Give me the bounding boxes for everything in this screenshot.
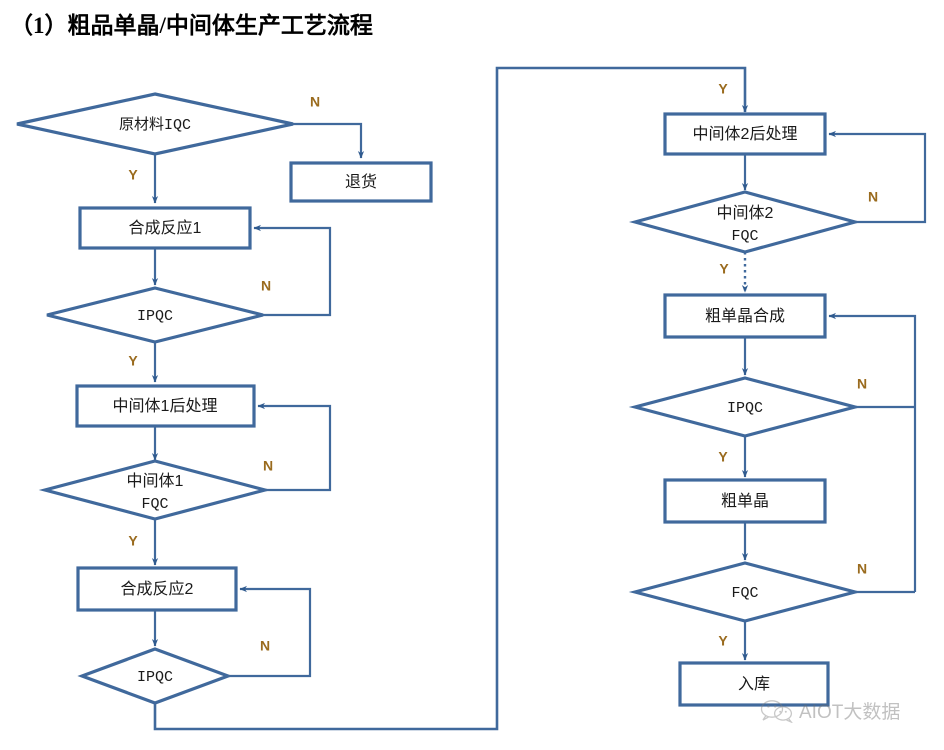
edge-label-ipqc2-yes: Y: [718, 81, 728, 97]
node-intermediate-2-fqc-label-line2: FQC: [731, 228, 758, 245]
node-ipqc-3-label: IPQC: [727, 400, 763, 417]
edge-ipqc1-no-loop: [253, 224, 332, 317]
edge-label-ipqc1-yes: Y: [128, 353, 138, 369]
node-synthesis-1-label: 合成反应1: [129, 218, 202, 237]
node-return-goods-label: 退货: [345, 173, 377, 191]
node-raw-material-iqc-label: 原材料IQC: [119, 116, 191, 134]
node-ipqc-1-label: IPQC: [137, 308, 173, 325]
node-warehouse[interactable]: 入库: [678, 661, 830, 707]
edge-fqc1-no-loop: [257, 402, 332, 492]
edge-label-fqcfinal-no: N: [857, 561, 867, 577]
edge-label-ipqc1-no: N: [261, 278, 271, 294]
node-intermediate-1-fqc-label-line2: FQC: [141, 496, 168, 513]
edge-label-ipqc3-yes: Y: [718, 449, 728, 465]
edge-label-iqc-no: N: [310, 94, 320, 110]
node-ipqc-1[interactable]: IPQC: [46, 286, 264, 344]
node-intermediate-1-post-label: 中间体1后处理: [113, 397, 218, 415]
node-synthesis-1[interactable]: 合成反应1: [78, 206, 252, 250]
edge-label-fqc1-no: N: [263, 458, 273, 474]
edge-fqc2-no-loop: [828, 130, 927, 224]
edge-label-fqc1-yes: Y: [128, 533, 138, 549]
edge-label-ipqc3-no: N: [857, 376, 867, 392]
edge-label-fqc2-no: N: [868, 189, 878, 205]
edge-iqc-no: [293, 122, 365, 159]
node-intermediate-2-post[interactable]: 中间体2后处理: [663, 112, 827, 156]
node-intermediate-2-post-label: 中间体2后处理: [693, 125, 798, 143]
node-synthesis-2[interactable]: 合成反应2: [76, 566, 238, 612]
node-synthesis-2-label: 合成反应2: [121, 579, 194, 598]
node-intermediate-1-fqc[interactable]: 中间体1 FQC: [38, 459, 272, 521]
edge-label-ipqc2-no: N: [260, 638, 270, 654]
node-fqc-final-label: FQC: [731, 585, 758, 602]
edge-ipqc2-yes-to-intermediate2: [153, 66, 749, 731]
node-crude-crystal[interactable]: 粗单晶: [663, 478, 827, 524]
node-return-goods[interactable]: 退货: [289, 161, 433, 203]
edge-ipqc2-no-loop: [228, 585, 312, 678]
node-raw-material-iqc[interactable]: 原材料IQC: [16, 92, 294, 156]
edge-right-feedback-riser: [828, 312, 917, 592]
node-ipqc-2[interactable]: IPQC: [77, 647, 233, 705]
edge-label-fqc2-yes: Y: [719, 261, 729, 277]
node-intermediate-2-fqc[interactable]: 中间体2 FQC: [628, 190, 862, 254]
node-intermediate-2-fqc-label-line1: 中间体2: [717, 204, 774, 222]
edge-label-iqc-yes: Y: [128, 167, 138, 183]
node-warehouse-label: 入库: [738, 675, 770, 693]
edge-label-fqcfinal-yes: Y: [718, 633, 728, 649]
node-crude-crystal-synthesis[interactable]: 粗单晶合成: [663, 293, 827, 339]
page-title: （1）粗品单晶/中间体生产工艺流程: [10, 13, 373, 38]
node-fqc-final[interactable]: FQC: [628, 561, 862, 623]
node-intermediate-1-fqc-label-line1: 中间体1: [127, 472, 184, 490]
node-crude-crystal-synthesis-label: 粗单晶合成: [705, 307, 785, 325]
node-ipqc-3[interactable]: IPQC: [628, 376, 862, 438]
node-crude-crystal-label: 粗单晶: [721, 492, 769, 510]
node-intermediate-1-post[interactable]: 中间体1后处理: [75, 384, 256, 428]
node-ipqc-2-label: IPQC: [137, 669, 173, 686]
